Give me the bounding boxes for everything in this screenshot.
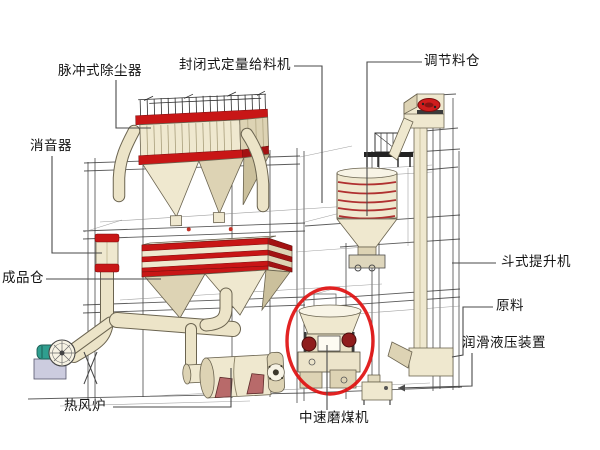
callout-raw-material [451,306,493,358]
label-hot-air-furnace: 热风炉 [64,398,106,414]
callout-lubrication [397,353,473,389]
fan-unit [33,339,98,385]
callout-dust-collector [115,80,151,129]
callout-feeder [294,65,323,203]
label-adjusting-silo: 调节料仓 [424,53,480,69]
mill-highlight-circle [285,286,375,396]
label-coal-mill: 中速磨煤机 [299,410,369,426]
callout-hot-air-furnace [113,368,232,408]
coal-mill [297,304,362,389]
product-silo [141,235,293,319]
callout-lines [46,61,496,410]
bucket-elevator [387,93,454,377]
label-bucket-elevator: 斗式提升机 [501,254,571,270]
hot-air-furnace [182,351,285,399]
callout-muffler [51,156,102,254]
label-lubrication: 润滑液压装置 [462,335,546,351]
collector-pipes [112,124,270,213]
label-dust-collector: 脉冲式除尘器 [58,63,142,79]
callout-lubrication-arrow [398,384,405,392]
callout-adjusting-silo [366,61,422,216]
lubrication-station [361,374,393,405]
label-product-silo: 成品仓 [2,270,44,286]
muffler [94,233,120,273]
label-feeder: 封闭式定量给料机 [179,57,291,73]
label-muffler: 消音器 [30,138,72,154]
label-raw-material: 原料 [496,298,524,314]
pipework [60,265,241,369]
